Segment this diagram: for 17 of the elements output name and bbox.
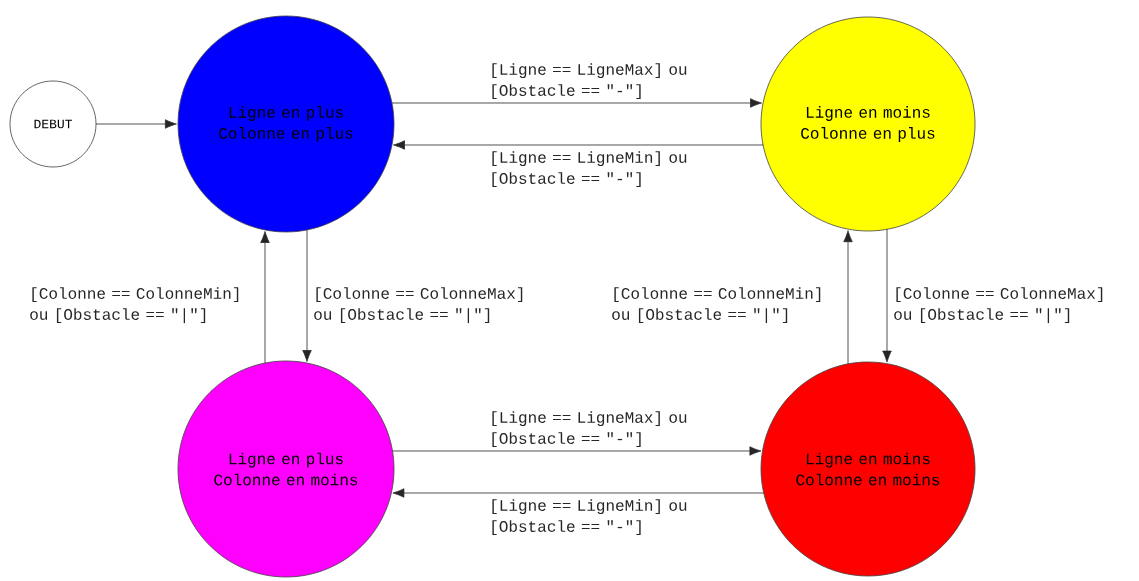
arrow [302, 229, 312, 362]
arrow [882, 228, 892, 363]
arrow [392, 446, 762, 456]
edge-label: [Ligne == LigneMin] ou [Obstacle == "-"] [492, 151, 687, 188]
arrow [392, 488, 765, 498]
arrow [393, 140, 764, 150]
edge-label: [Ligne == LigneMax] ou [Obstacle == "-"] [492, 411, 687, 448]
edge-label: [Colonne == ColonneMin] ou [Obstacle == "|"] [30, 287, 239, 324]
edge-label: [Colonne == ColonneMin] ou [Obstacle == "|"] [612, 287, 821, 324]
edge-label: [Ligne == LigneMin] ou [Obstacle == "-"] [492, 499, 687, 536]
arrow [95, 119, 177, 129]
edge-label: [Ligne == LigneMax] ou [Obstacle == "-"] [492, 63, 687, 100]
edge-label: [Colonne == ColonneMax] ou [Obstacle == "|"] [314, 287, 523, 324]
arrow [391, 98, 762, 108]
arrow [843, 230, 853, 365]
arrow [260, 231, 270, 364]
edge-label: [Colonne == ColonneMax] ou [Obstacle == "|"] [894, 287, 1103, 324]
